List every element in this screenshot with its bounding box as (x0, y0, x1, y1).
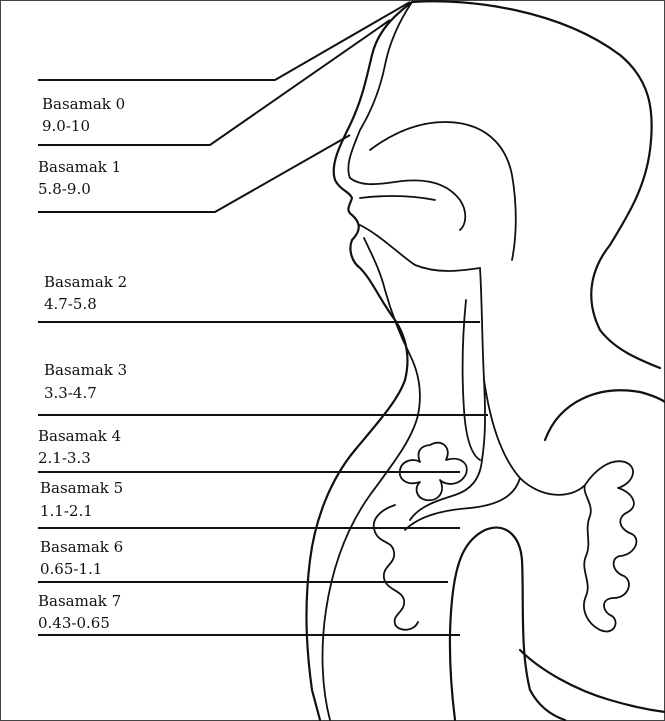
trachea-left (463, 300, 480, 460)
bronchi-main (405, 460, 520, 530)
trachea-right (484, 380, 585, 495)
nasal-passage-upper (370, 122, 516, 260)
lower-body-outline (450, 528, 565, 720)
stage-label: Basamak 5 (40, 481, 123, 496)
stage-range: 3.3-4.7 (44, 386, 97, 401)
chest-outline (520, 390, 665, 712)
pharynx-back (480, 268, 485, 460)
stage-range: 0.43-0.65 (38, 616, 110, 631)
stage-leader-line (38, 2, 410, 80)
stage-range: 0.65-1.1 (40, 562, 102, 577)
pharynx-front (323, 238, 420, 720)
head-outline (412, 1, 660, 368)
stage-range: 9.0-10 (42, 119, 90, 134)
stage-label: Basamak 7 (38, 594, 121, 609)
stage-range: 1.1-2.1 (40, 504, 93, 519)
face-outline (306, 2, 412, 720)
stage-label: Basamak 6 (40, 540, 123, 555)
mouth-palate (360, 196, 480, 271)
stage-range: 2.1-3.3 (38, 451, 91, 466)
stage-label: Basamak 1 (38, 160, 121, 175)
stage-leader-line (38, 20, 390, 145)
right-lung-alveoli (584, 461, 637, 631)
stage-label: Basamak 0 (42, 97, 125, 112)
stage-range: 4.7-5.8 (44, 297, 97, 312)
stage-label: Basamak 3 (44, 363, 127, 378)
stage-range: 5.8-9.0 (38, 182, 91, 197)
stage-label: Basamak 4 (38, 429, 121, 444)
stage-label: Basamak 2 (44, 275, 127, 290)
